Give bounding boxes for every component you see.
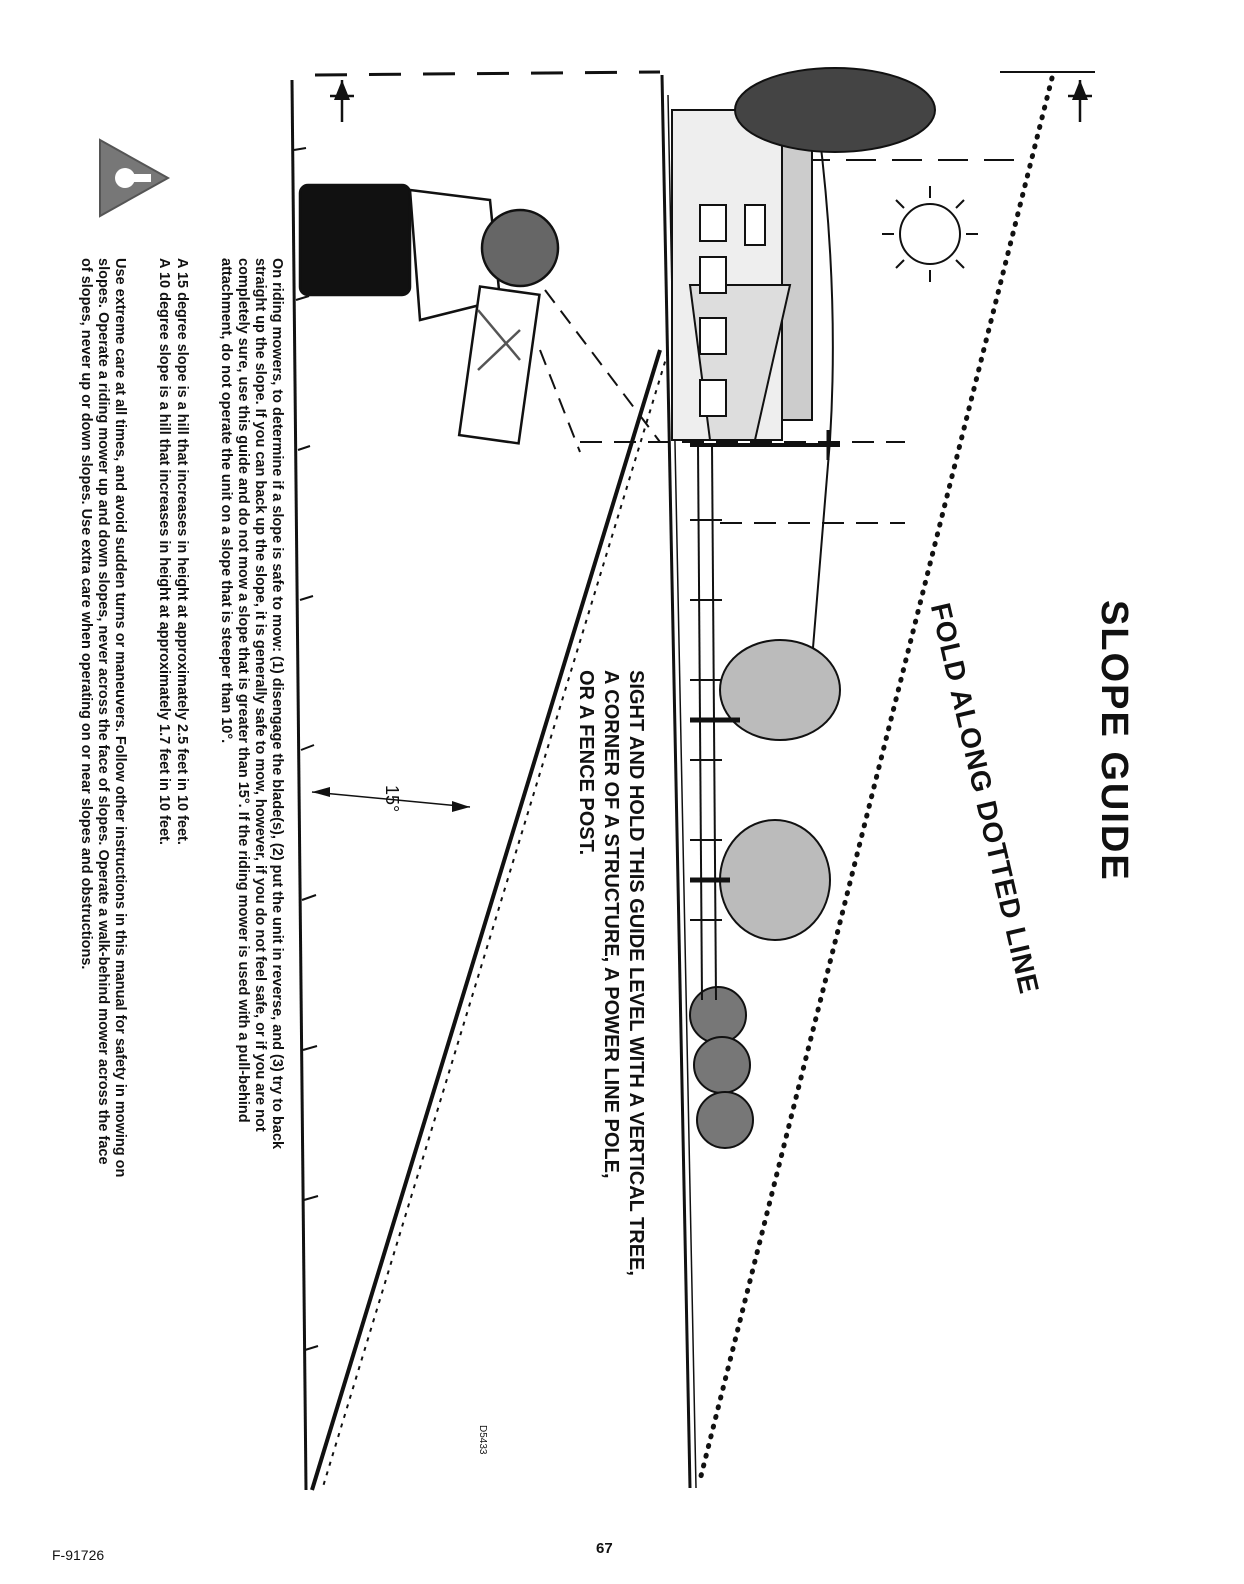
- page-number: 67: [596, 1540, 613, 1557]
- left-arrow-icon: [330, 80, 354, 122]
- tree-lower-icon: [690, 820, 830, 940]
- form-number: F-91726: [52, 1547, 104, 1563]
- angle-arrow-right: [452, 801, 470, 812]
- drawing-code: D5433: [477, 1425, 488, 1454]
- tree-middle-icon: [690, 640, 840, 740]
- house-icon: [672, 110, 812, 440]
- tree-top-icon: [735, 68, 935, 152]
- angle-label: 15°: [381, 785, 402, 812]
- power-line: [812, 100, 833, 660]
- riding-mowers-paragraph: On riding mowers, to determine if a slop…: [217, 258, 285, 1178]
- warning-icon: [100, 140, 168, 216]
- person-figure: [300, 185, 558, 443]
- sight-line-lower: [540, 350, 580, 452]
- sight-line-1: SIGHT AND HOLD THIS GUIDE LEVEL WITH A V…: [623, 670, 648, 1276]
- right-arrow-icon: [1068, 80, 1092, 122]
- angle-arrow-left: [312, 787, 330, 797]
- bushes-icon: [690, 987, 753, 1148]
- sight-instruction: SIGHT AND HOLD THIS GUIDE LEVEL WITH A V…: [573, 670, 648, 1276]
- sight-line-3: OR A FENCE POST.: [573, 670, 598, 1276]
- sight-line-upper: [545, 290, 660, 442]
- page-title: SLOPE GUIDE: [1092, 600, 1135, 882]
- slope-15-text: A 15 degree slope is a hill that increas…: [173, 258, 190, 1178]
- slope-10-text: A 10 degree slope is a hill that increas…: [155, 258, 172, 1178]
- sight-line-2: A CORNER OF A STRUCTURE, A POWER LINE PO…: [598, 670, 623, 1276]
- sun-icon: [882, 186, 978, 282]
- top-sight-line: [315, 72, 660, 75]
- warning-paragraph: Use extreme care at all times, and avoid…: [77, 258, 128, 1178]
